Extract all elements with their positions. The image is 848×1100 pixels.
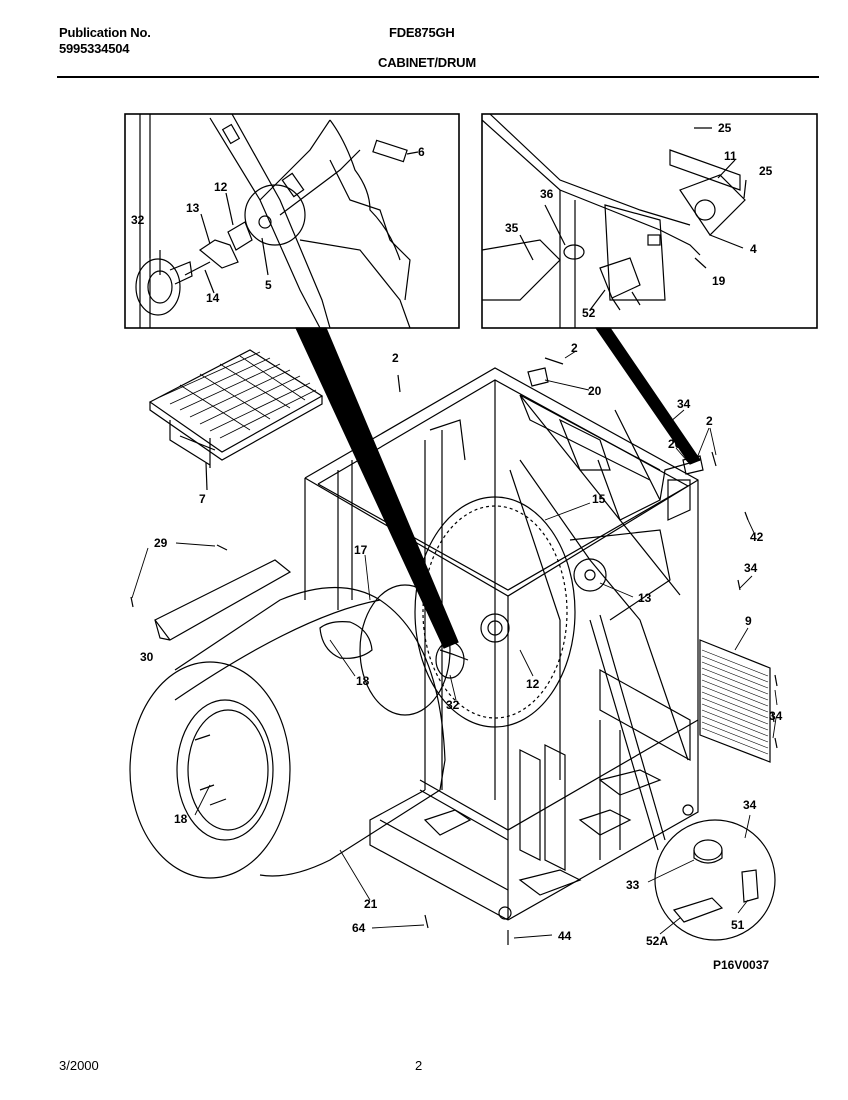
callout-13-lower: 13 [638, 591, 652, 605]
callout-35: 35 [505, 221, 519, 235]
callout-2-center: 2 [392, 351, 399, 365]
callout-34-bottom: 34 [743, 798, 757, 812]
lint-screen [148, 349, 324, 491]
page-number: 2 [415, 1058, 423, 1073]
callout-25-top: 25 [718, 121, 732, 135]
callout-21: 21 [364, 897, 378, 911]
callout-44: 44 [558, 929, 572, 943]
callout-6: 6 [418, 145, 425, 159]
toe-panel [154, 559, 292, 641]
publication-number: 5995334504 [59, 41, 130, 56]
callout-36: 36 [540, 187, 554, 201]
callout-11: 11 [724, 149, 737, 163]
callout-20-right: 20 [668, 437, 682, 451]
callout-64: 64 [352, 921, 366, 935]
drum-rear [359, 459, 689, 780]
callout-52: 52 [582, 306, 596, 320]
leader-lines [131, 350, 778, 939]
detail-box-left [124, 113, 460, 329]
model-number: FDE875GH [389, 25, 455, 40]
publication-label: Publication No. [59, 25, 151, 40]
callout-51: 51 [731, 918, 745, 932]
callout-17: 17 [354, 543, 368, 557]
header-rule [57, 76, 819, 78]
callout-9: 9 [745, 614, 752, 628]
callout-2-top: 2 [571, 341, 578, 355]
section-title: CABINET/DRUM [378, 55, 476, 70]
detail-box-right [481, 113, 818, 329]
callout-34-mid: 34 [744, 561, 758, 575]
cabinet [304, 367, 701, 921]
callout-18-upper: 18 [356, 674, 370, 688]
callout-15: 15 [592, 492, 606, 506]
callout-42: 42 [750, 530, 764, 544]
callout-7: 7 [199, 492, 206, 506]
callout-12-lower: 12 [526, 677, 540, 691]
callout-34-panel: 34 [769, 709, 783, 723]
callout-52a: 52A [646, 934, 668, 948]
callout-13-upper: 13 [186, 201, 200, 215]
callout-5: 5 [265, 278, 272, 292]
callout-32-lower: 32 [446, 698, 460, 712]
callout-19: 19 [712, 274, 726, 288]
callout-20-top: 20 [588, 384, 602, 398]
detail-circle-thermostat [589, 614, 776, 941]
drum [129, 587, 446, 879]
callout-34-top: 34 [677, 397, 691, 411]
access-panel [699, 639, 771, 763]
zoom-wedge-left [295, 327, 459, 649]
callout-2-right: 2 [706, 414, 713, 428]
callout-14: 14 [206, 291, 220, 305]
publication-date: 3/2000 [59, 1058, 99, 1073]
callout-29: 29 [154, 536, 168, 550]
callout-4: 4 [750, 242, 757, 256]
callout-18-lower: 18 [174, 812, 188, 826]
callout-32-upper: 32 [131, 213, 145, 227]
callout-30: 30 [140, 650, 154, 664]
screws [130, 357, 778, 945]
callout-33: 33 [626, 878, 640, 892]
callout-12-upper: 12 [214, 180, 228, 194]
figure-code: P16V0037 [713, 958, 769, 972]
callout-25-right: 25 [759, 164, 773, 178]
